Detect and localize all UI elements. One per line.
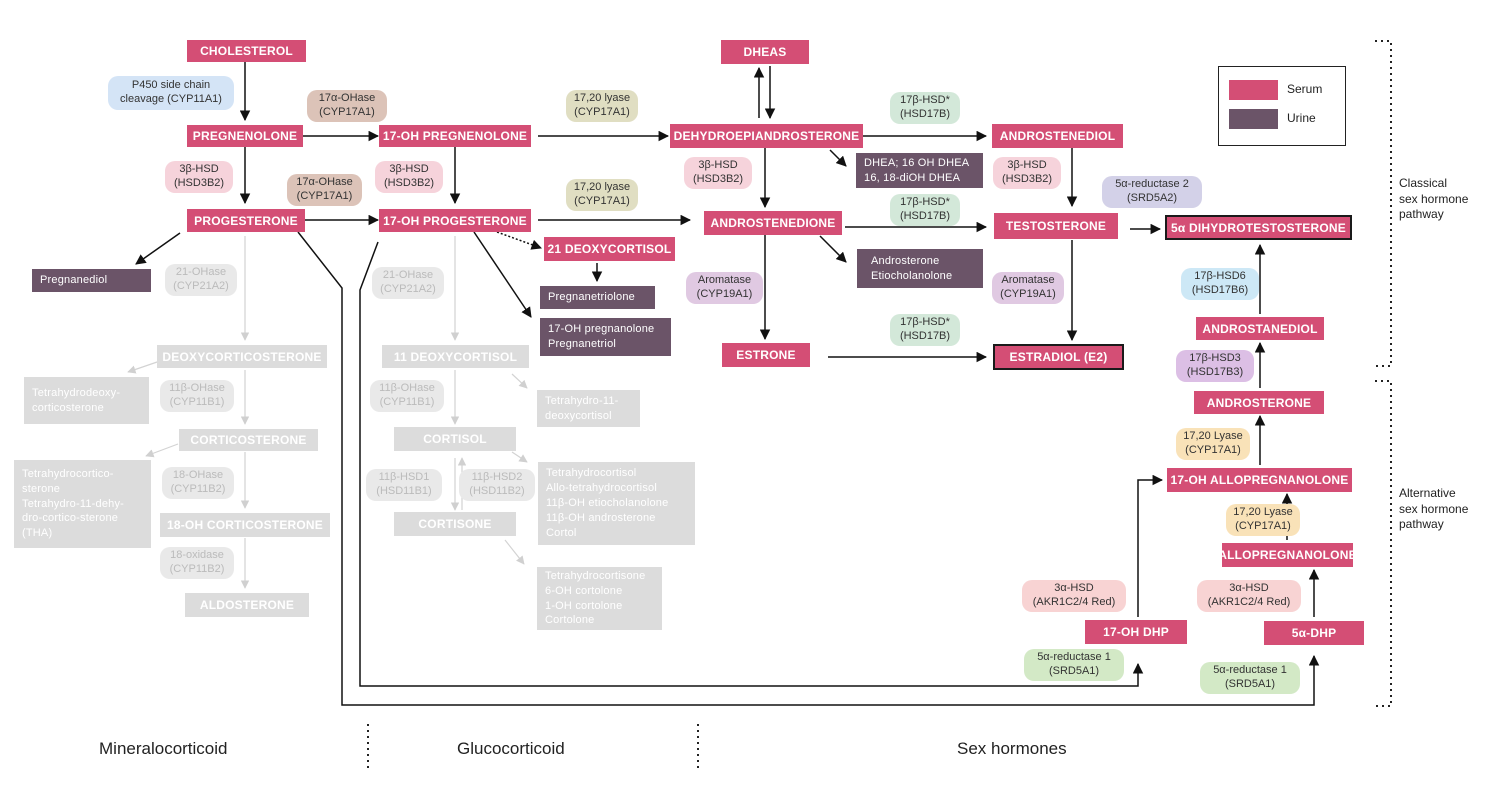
enzyme-5a-reductase-1-a: 5α-reductase 1 (SRD5A1) xyxy=(1024,649,1124,681)
node-dehydroepiandrosterone: DEHYDROEPIANDROSTERONE xyxy=(670,124,863,148)
node-corticosterone: CORTICOSTERONE xyxy=(179,429,318,451)
enzyme-5a-reductase-2: 5α-reductase 2 (SRD5A2) xyxy=(1102,176,1202,208)
urine-tetrahydrocortisone: Tetrahydrocortisone 6-OH cortolone 1-OH … xyxy=(537,567,662,630)
urine-tetrahydrocorticosterone: Tetrahydrocortico- sterone Tetrahydro-11… xyxy=(14,460,151,548)
urine-tetrahydrocortisol: Tetrahydrocortisol Allo-tetrahydrocortis… xyxy=(538,462,695,545)
urine-tetrahydro-11-deoxycortisol: Tetrahydro-11- deoxycortisol xyxy=(537,390,640,427)
enzyme-5a-reductase-1-b: 5α-reductase 1 (SRD5A1) xyxy=(1200,662,1300,694)
urine-dhea-metabolites: DHEA; 16 OH DHEA 16, 18-diOH DHEA xyxy=(856,153,983,188)
legend-serum-swatch xyxy=(1229,80,1278,100)
urine-pregnanetriolone: Pregnanetriolone xyxy=(540,286,655,309)
legend: Serum Urine xyxy=(1218,66,1346,146)
enzyme-17b-hsd-3: 17β-HSD* (HSD17B) xyxy=(890,314,960,346)
enzyme-11b-hsd1: 11β-HSD1 (HSD11B1) xyxy=(366,469,442,501)
node-17oh-allopregnanolone: 17-OH ALLOPREGNANOLONE xyxy=(1167,468,1352,492)
enzyme-aromatase-1: Aromatase (CYP19A1) xyxy=(686,272,763,304)
node-5a-dhp: 5α-DHP xyxy=(1264,621,1364,645)
node-estradiol: ESTRADIOL (E2) xyxy=(993,344,1124,370)
enzyme-3b-hsd-2: 3β-HSD (HSD3B2) xyxy=(375,161,443,193)
legend-urine-swatch xyxy=(1229,109,1278,129)
urine-pregnanetriol: 17-OH pregnanolone Pregnanetriol xyxy=(540,318,671,356)
node-cortisol: CORTISOL xyxy=(394,427,516,451)
node-11-deoxycortisol: 11 DEOXYCORTISOL xyxy=(382,345,529,368)
enzyme-11b-ohase-1: 11β-OHase (CYP11B1) xyxy=(160,380,234,412)
enzyme-17a-ohase-2: 17α-OHase (CYP17A1) xyxy=(287,174,362,206)
node-deoxycorticosterone: DEOXYCORTICOSTERONE xyxy=(157,345,327,368)
enzyme-18-ohase: 18-OHase (CYP11B2) xyxy=(162,467,234,499)
enzyme-3a-hsd-1: 3α-HSD (AKR1C2/4 Red) xyxy=(1022,580,1126,612)
enzyme-17b-hsd3: 17β-HSD3 (HSD17B3) xyxy=(1176,350,1254,382)
node-dheas: DHEAS xyxy=(721,40,809,64)
enzyme-18-oxidase: 18-oxidase (CYP11B2) xyxy=(160,547,234,579)
section-glucocorticoid: Glucocorticoid xyxy=(457,739,565,758)
enzyme-21-ohase-2: 21-OHase (CYP21A2) xyxy=(372,267,444,299)
enzyme-17b-hsd-1: 17β-HSD* (HSD17B) xyxy=(890,92,960,124)
node-pregnenolone: PREGNENOLONE xyxy=(187,125,303,147)
urine-pregnanediol: Pregnanediol xyxy=(32,269,151,292)
enzyme-17a-ohase-1: 17α-OHase (CYP17A1) xyxy=(307,90,387,122)
enzyme-3b-hsd-4: 3β-HSD (HSD3B2) xyxy=(993,157,1061,189)
label-alternative-pathway: Alternative sex hormone pathway xyxy=(1399,486,1469,532)
node-allopregnanolone: ALLOPREGNANOLONE xyxy=(1218,543,1357,567)
enzyme-17b-hsd-2: 17β-HSD* (HSD17B) xyxy=(890,194,960,226)
node-18oh-corticosterone: 18-OH CORTICOSTERONE xyxy=(160,513,330,537)
label-classical-pathway: Classical sex hormone pathway xyxy=(1399,176,1469,222)
enzyme-21-ohase-1: 21-OHase (CYP21A2) xyxy=(165,264,237,296)
enzyme-3a-hsd-2: 3α-HSD (AKR1C2/4 Red) xyxy=(1197,580,1301,612)
enzyme-3b-hsd-1: 3β-HSD (HSD3B2) xyxy=(165,161,233,193)
legend-serum-label: Serum xyxy=(1287,82,1323,96)
node-testosterone: TESTOSTERONE xyxy=(994,213,1118,239)
node-21-deoxycortisol: 21 DEOXYCORTISOL xyxy=(544,237,675,261)
node-aldosterone: ALDOSTERONE xyxy=(185,593,309,617)
enzyme-11b-ohase-2: 11β-OHase (CYP11B1) xyxy=(370,380,444,412)
enzyme-17b-hsd6: 17β-HSD6 (HSD17B6) xyxy=(1181,268,1259,300)
node-estrone: ESTRONE xyxy=(722,343,810,367)
node-progesterone: PROGESTERONE xyxy=(187,209,305,232)
urine-androsterone-etiocholanolone: Androsterone Etiocholanolone xyxy=(857,249,983,288)
node-androstanediol: ANDROSTANEDIOL xyxy=(1196,317,1324,340)
node-androsterone: ANDROSTERONE xyxy=(1194,391,1324,414)
urine-tetrahydrodeoxycorticosterone: Tetrahydrodeoxy- corticosterone xyxy=(24,377,149,424)
node-17oh-dhp: 17-OH DHP xyxy=(1085,620,1187,644)
enzyme-17-20-lyase-2: 17,20 lyase (CYP17A1) xyxy=(566,179,638,211)
node-androstenediol: ANDROSTENEDIOL xyxy=(992,124,1123,148)
enzyme-17-20-lyase-1: 17,20 lyase (CYP17A1) xyxy=(566,90,638,122)
enzyme-11b-hsd2: 11β-HSD2 (HSD11B2) xyxy=(459,469,535,501)
section-mineralocorticoid: Mineralocorticoid xyxy=(99,739,228,758)
node-androstenedione: ANDROSTENEDIONE xyxy=(704,211,842,235)
enzyme-3b-hsd-3: 3β-HSD (HSD3B2) xyxy=(684,157,752,189)
enzyme-aromatase-2: Aromatase (CYP19A1) xyxy=(992,272,1064,304)
node-17oh-pregnenolone: 17-OH PREGNENOLONE xyxy=(379,125,531,147)
enzyme-17-20-lyase-alt-2: 17,20 Lyase (CYP17A1) xyxy=(1226,504,1300,536)
enzyme-17-20-lyase-alt-1: 17,20 Lyase (CYP17A1) xyxy=(1176,428,1250,460)
node-cortisone: CORTISONE xyxy=(394,512,516,536)
section-sex-hormones: Sex hormones xyxy=(957,739,1067,758)
legend-urine-label: Urine xyxy=(1287,111,1316,125)
node-17oh-progesterone: 17-OH PROGESTERONE xyxy=(379,209,531,232)
node-cholesterol: CHOLESTEROL xyxy=(187,40,306,62)
enzyme-p450scc: P450 side chain cleavage (CYP11A1) xyxy=(108,76,234,110)
node-dihydrotestosterone: 5α DIHYDROTESTOSTERONE xyxy=(1165,215,1352,240)
